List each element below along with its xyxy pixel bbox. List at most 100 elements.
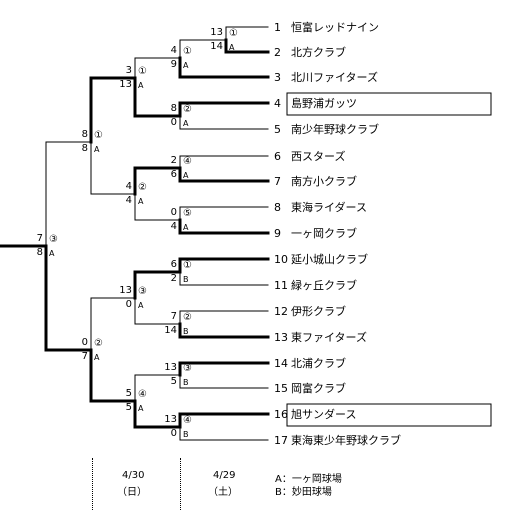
team-name: 南少年野球クラブ — [291, 122, 379, 136]
match-venue: A — [183, 61, 189, 70]
match-top-score: 0 — [171, 207, 177, 218]
team-seed: 3 — [274, 71, 281, 84]
match-venue: A — [94, 145, 100, 154]
match-bottom-score: 2 — [171, 273, 177, 284]
match-bottom-score: 0 — [171, 117, 177, 128]
team-name: 旭サンダース — [291, 407, 356, 421]
match-venue: A — [183, 171, 189, 180]
team-name: 延小城山クラブ — [291, 252, 368, 266]
footer-divider-left — [92, 458, 93, 510]
match-venue: A — [94, 353, 100, 362]
match-bottom-score: 14 — [164, 325, 177, 336]
match-bottom-score: 9 — [171, 59, 177, 70]
match-game-number: ① — [94, 130, 103, 141]
match-game-number: ⑤ — [183, 208, 192, 219]
team-seed: 15 — [274, 382, 288, 395]
match-venue: A — [138, 404, 144, 413]
team-name: 岡富クラブ — [291, 381, 346, 395]
team-name: 東ファイターズ — [291, 330, 367, 344]
team-name: 島野浦ガッツ — [291, 96, 357, 110]
team-name: 北浦クラブ — [291, 356, 346, 370]
match-venue: A — [49, 249, 55, 258]
match-bottom-score: 5 — [171, 376, 177, 387]
team-name: 北方クラブ — [291, 45, 346, 59]
team-name: 西スターズ — [291, 149, 345, 163]
match-bottom-score: 6 — [171, 169, 177, 180]
team-seed: 4 — [274, 97, 281, 110]
match-bottom-score: 4 — [171, 221, 177, 232]
match-game-number: ③ — [49, 234, 58, 245]
match-game-number: ③ — [183, 363, 192, 374]
team-seed: 12 — [274, 305, 288, 318]
match-game-number: ④ — [183, 415, 192, 426]
match-game-number: ② — [138, 182, 147, 193]
team-seed: 7 — [274, 175, 281, 188]
match-bottom-score: 8 — [82, 143, 88, 154]
match-game-number: ④ — [183, 156, 192, 167]
team-name: 緑ヶ丘クラブ — [291, 278, 357, 292]
match-top-score: 13 — [119, 285, 132, 296]
match-top-score: 13 — [164, 414, 177, 425]
match-top-score: 8 — [82, 129, 88, 140]
match-top-score: 4 — [171, 45, 177, 56]
match-venue: A — [183, 119, 189, 128]
match-game-number: ① — [229, 28, 238, 39]
team-seed: 10 — [274, 253, 288, 266]
match-venue: B — [183, 327, 189, 336]
match-top-score: 6 — [171, 259, 177, 270]
day1-weekday: （日） — [117, 487, 147, 498]
match-top-score: 7 — [171, 311, 177, 322]
day2-date: 4/29 — [213, 470, 236, 481]
match-top-score: 7 — [37, 233, 43, 244]
match-bottom-score: 5 — [126, 402, 132, 413]
match-top-score: 4 — [126, 181, 132, 192]
match-top-score: 3 — [126, 65, 132, 76]
match-game-number: ① — [183, 260, 192, 271]
team-seed: 2 — [274, 46, 281, 59]
team-name: 恒富レッドナイン — [291, 20, 379, 34]
venue-b-legend: B：妙田球場 — [275, 487, 332, 498]
match-top-score: 2 — [171, 155, 177, 166]
match-game-number: ① — [183, 46, 192, 57]
match-venue: A — [138, 197, 144, 206]
day2-weekday: （土） — [208, 487, 238, 498]
team-seed: 6 — [274, 150, 281, 163]
team-name: 一ヶ岡クラブ — [291, 226, 357, 240]
team-seed: 1 — [274, 21, 281, 34]
match-bottom-score: 0 — [171, 428, 177, 439]
match-venue: B — [183, 378, 189, 387]
match-game-number: ② — [94, 338, 103, 349]
team-name: 東海ライダース — [291, 200, 367, 214]
team-name: 北川ファイターズ — [291, 70, 378, 84]
match-top-score: 13 — [210, 27, 223, 38]
team-seed: 16 — [274, 408, 288, 421]
match-venue: B — [183, 430, 189, 439]
team-seed: 13 — [274, 331, 288, 344]
match-game-number: ④ — [138, 389, 147, 400]
team-seed: 14 — [274, 357, 288, 370]
match-venue: A — [183, 223, 189, 232]
match-bottom-score: 7 — [82, 351, 88, 362]
team-seed: 8 — [274, 201, 281, 214]
match-venue: A — [138, 301, 144, 310]
match-game-number: ① — [138, 66, 147, 77]
match-top-score: 0 — [82, 337, 88, 348]
day1-date: 4/30 — [122, 470, 145, 481]
match-top-score: 5 — [126, 388, 132, 399]
match-game-number: ② — [183, 104, 192, 115]
venue-a-legend: A：一ヶ岡球場 — [275, 474, 342, 485]
match-top-score: 13 — [164, 362, 177, 373]
match-bottom-score: 8 — [37, 247, 43, 258]
match-venue: A — [229, 43, 235, 52]
match-bottom-score: 4 — [126, 195, 132, 206]
team-seed: 11 — [274, 279, 288, 292]
highlight-box — [286, 92, 492, 116]
match-bottom-score: 14 — [210, 41, 223, 52]
team-name: 伊形クラブ — [291, 304, 346, 318]
team-seed: 9 — [274, 227, 281, 240]
match-game-number: ③ — [138, 286, 147, 297]
match-game-number: ② — [183, 312, 192, 323]
team-seed: 5 — [274, 123, 281, 136]
